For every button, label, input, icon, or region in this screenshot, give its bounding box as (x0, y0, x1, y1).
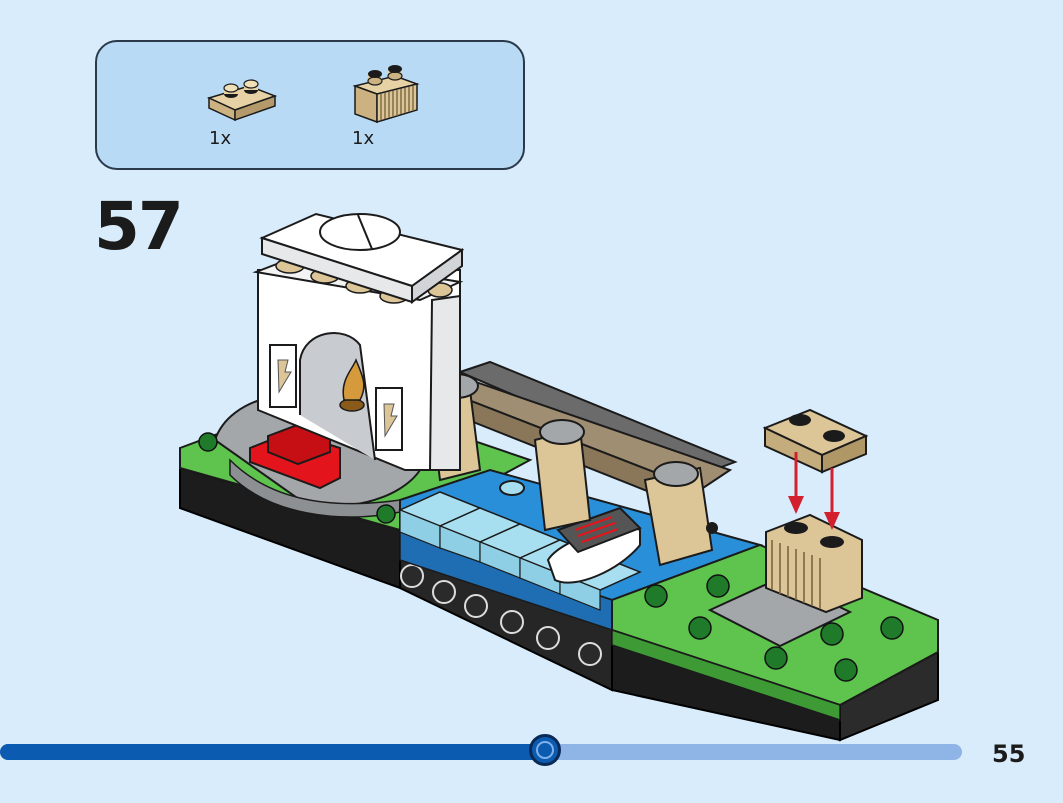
tan-grille-brick-1x2-icon (352, 65, 420, 124)
tan-plate-1x2-icon (206, 79, 277, 122)
part-quantity-2: 1x (352, 128, 375, 149)
progress-knob[interactable] (529, 734, 562, 766)
step-number: 57 (94, 188, 184, 265)
parts-list-box: 1x 1x (95, 40, 525, 170)
progress-bar[interactable] (0, 734, 962, 766)
part-quantity-1: 1x (209, 128, 232, 149)
page-number: 55 (992, 740, 1026, 768)
progress-fill (0, 744, 546, 760)
